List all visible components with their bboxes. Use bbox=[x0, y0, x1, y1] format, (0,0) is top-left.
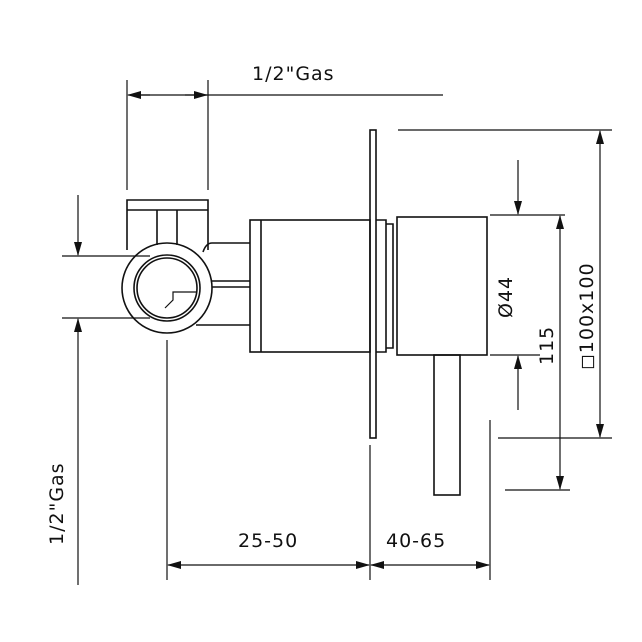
ring-nut bbox=[376, 219, 394, 353]
dimension-top-inlet: 1/2"Gas bbox=[126, 63, 443, 190]
dimension-label-wall-depth: 25-50 bbox=[238, 530, 298, 552]
dimension-label-cap-diameter: Ø44 bbox=[495, 276, 517, 318]
dimension-label-projection: 40-65 bbox=[386, 530, 446, 552]
wall-plate bbox=[369, 129, 377, 439]
dimension-label-plate: ◻100x100 bbox=[576, 262, 598, 370]
dimension-label-height: 115 bbox=[536, 326, 558, 365]
lever-handle bbox=[433, 354, 461, 496]
dimension-plate: ◻100x100 bbox=[398, 129, 612, 439]
dimension-cap-diameter: Ø44 bbox=[490, 160, 565, 410]
valve-body bbox=[121, 199, 371, 353]
dimension-height: 115 bbox=[505, 215, 570, 491]
dimension-left-outlet: 1/2"Gas bbox=[46, 195, 150, 585]
dimension-label-top-inlet: 1/2"Gas bbox=[252, 63, 335, 85]
handle-cap bbox=[396, 216, 488, 356]
dimension-label-left-outlet: 1/2"Gas bbox=[46, 462, 68, 545]
dimension-bottom: 25-50 40-65 bbox=[166, 340, 491, 580]
